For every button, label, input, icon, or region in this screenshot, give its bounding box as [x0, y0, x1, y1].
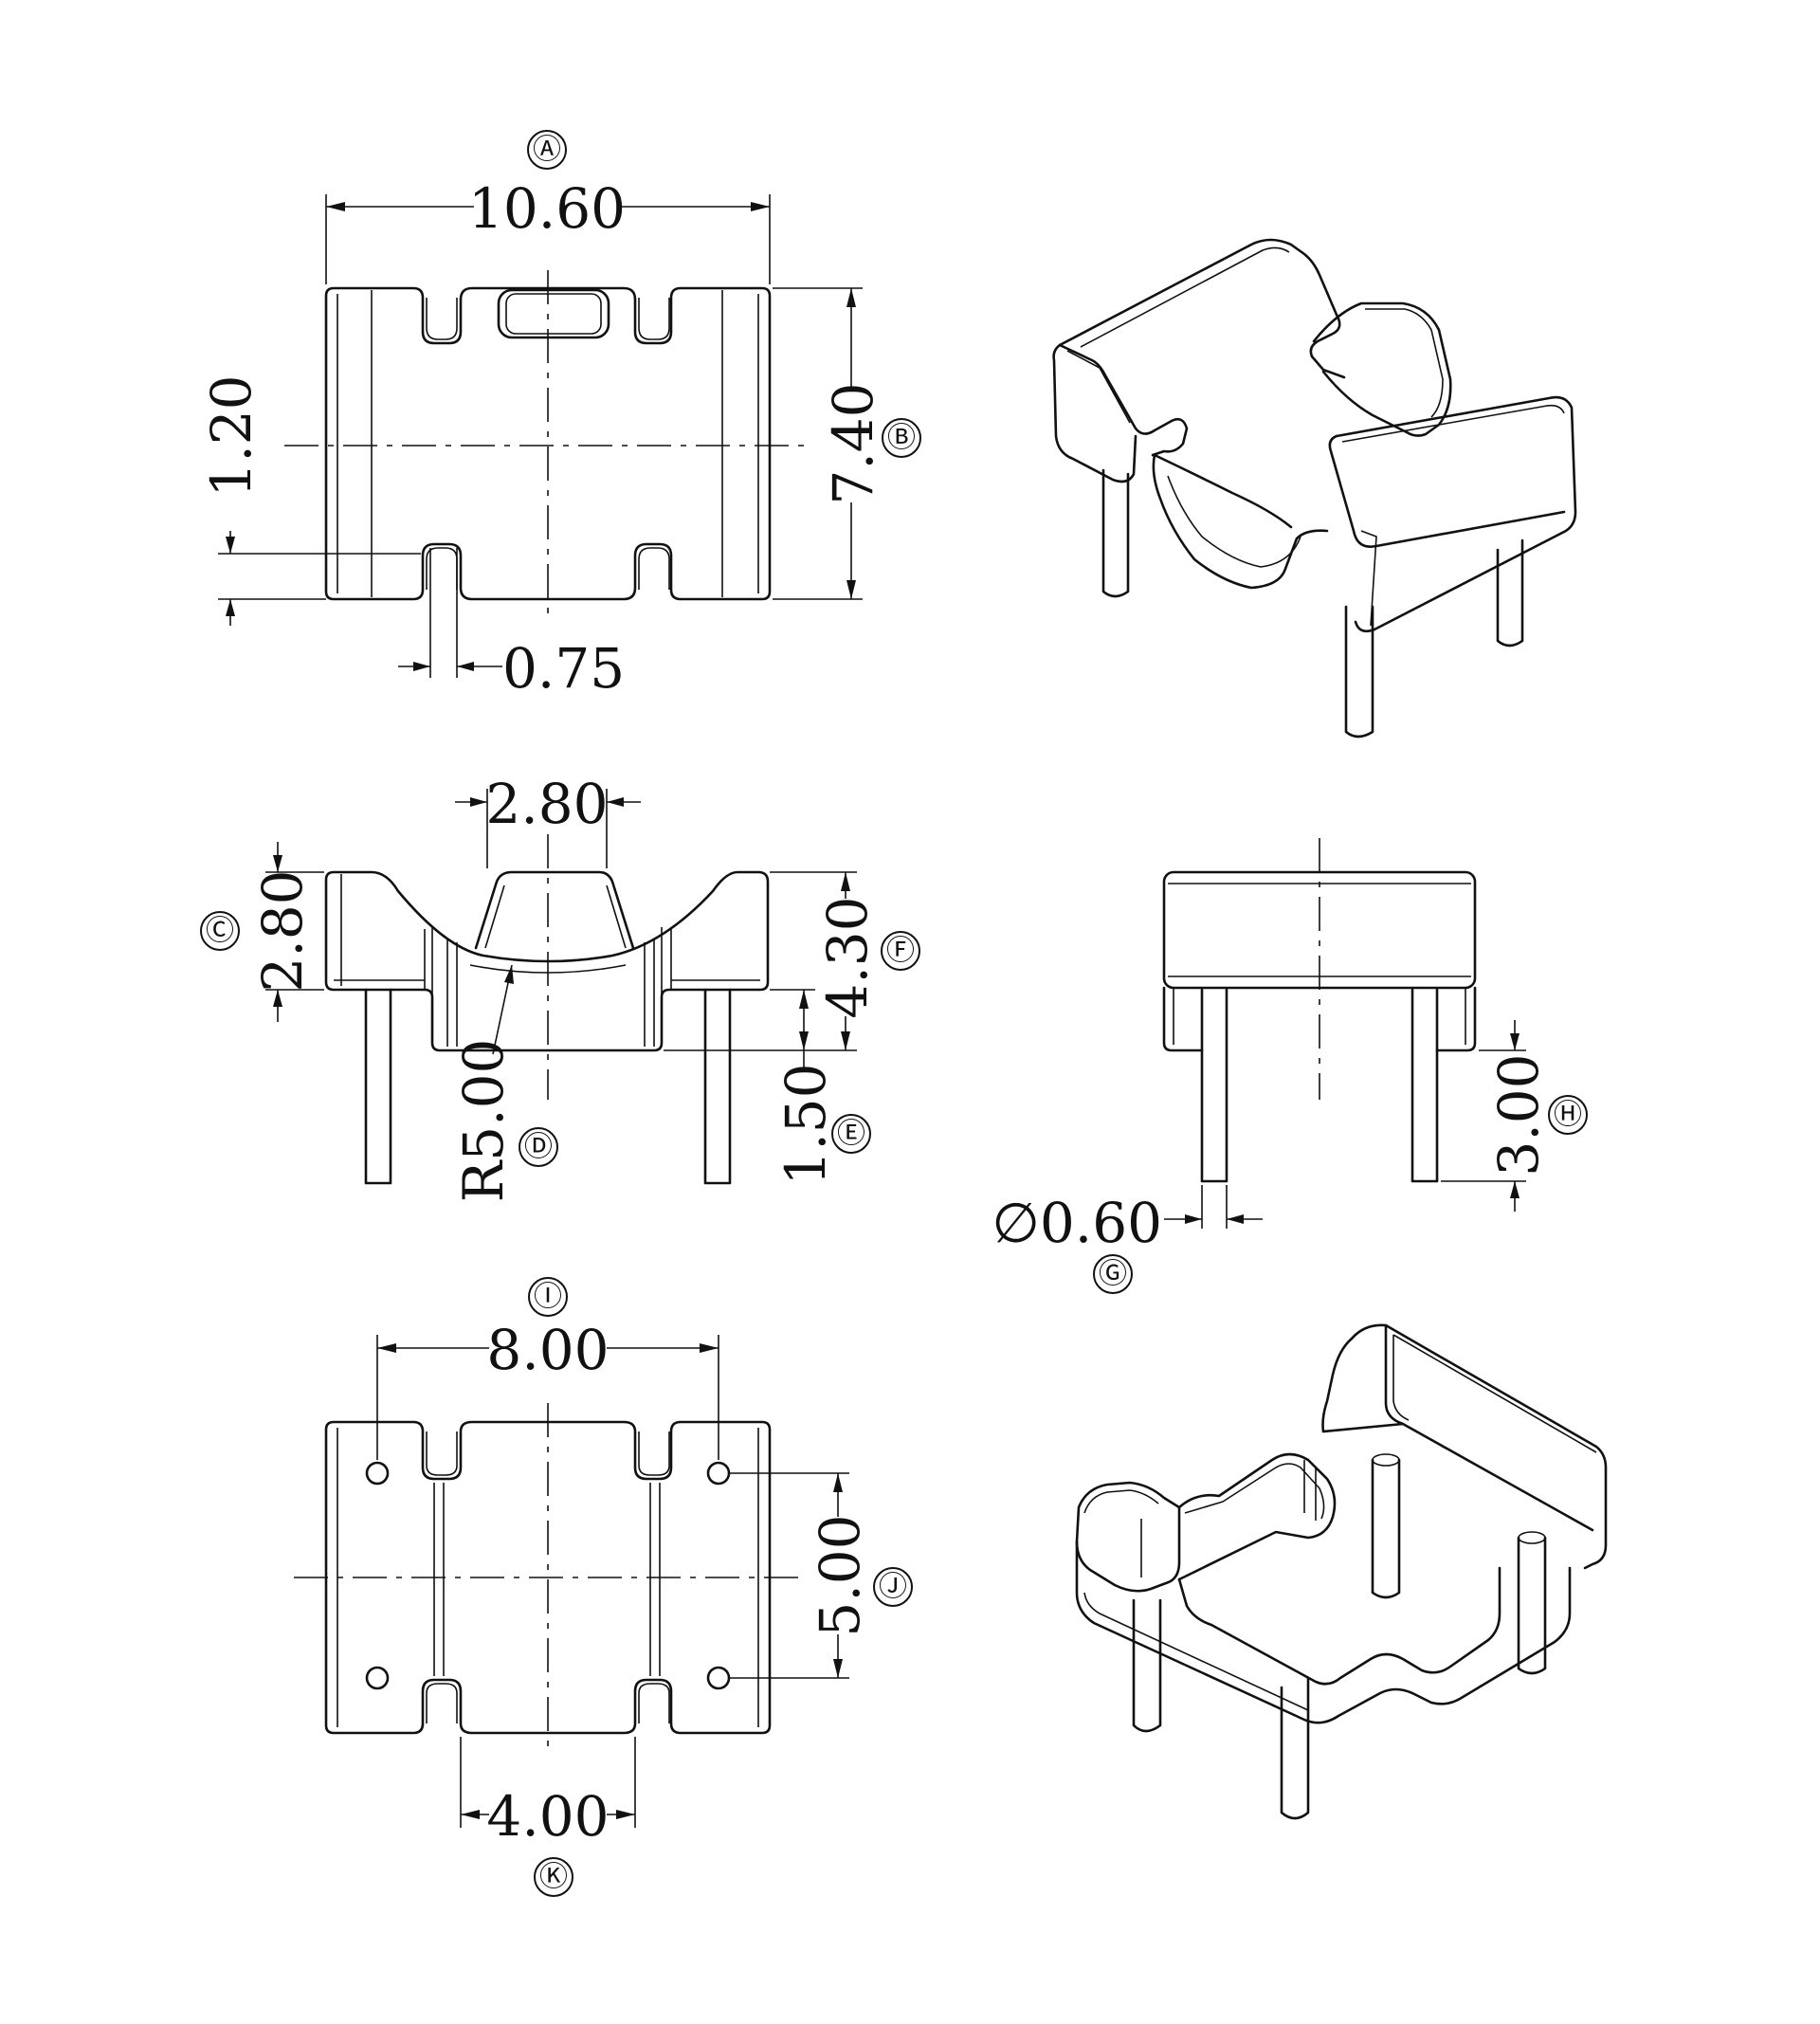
dim-d-value: R5.00	[451, 1039, 516, 1203]
dim-f-value: 4.30	[815, 896, 880, 1018]
dim-slot-value: 1.20	[199, 374, 264, 497]
label-b: Ⓑ	[887, 422, 916, 455]
bottom-view: 8.00 Ⓘ 5.00 Ⓙ 4.00 Ⓚ	[294, 1277, 913, 1897]
dim-k-value: 4.00	[486, 1784, 609, 1849]
label-e: Ⓔ	[837, 1118, 865, 1151]
dim-c-value: 2.80	[250, 869, 315, 992]
label-d: Ⓓ	[524, 1131, 553, 1164]
label-i: Ⓘ	[534, 1281, 562, 1314]
isometric-view-top	[1052, 238, 1577, 738]
label-c: Ⓒ	[206, 915, 234, 948]
dim-b-value: 7.40	[821, 382, 885, 504]
isometric-view-bottom	[1075, 1323, 1608, 1820]
label-k: Ⓚ	[539, 1861, 568, 1894]
top-view: 10.60 Ⓐ 7.40 Ⓑ 1.20 0.75	[199, 130, 921, 701]
label-g: Ⓖ	[1099, 1258, 1127, 1291]
front-view: 2.80 2.80 Ⓒ 4.30 Ⓕ 1.50 Ⓔ R5.00 Ⓓ	[200, 772, 920, 1203]
dim-g-value: ∅0.60	[992, 1191, 1162, 1255]
label-f: Ⓕ	[886, 935, 915, 968]
dim-i-value: 8.00	[486, 1318, 609, 1382]
label-a: Ⓐ	[533, 134, 561, 167]
dim-a-value: 10.60	[468, 176, 626, 241]
label-h: Ⓗ	[1554, 1099, 1582, 1132]
dim-e-value: 1.50	[774, 1063, 838, 1185]
side-view: 3.00 Ⓗ ∅0.60 Ⓖ	[992, 838, 1588, 1294]
dim-j-value: 5.00	[808, 1514, 872, 1636]
dim-h-value: 3.00	[1486, 1053, 1551, 1176]
dim-gap-value: 0.75	[502, 636, 625, 701]
label-j: Ⓙ	[879, 1571, 907, 1604]
dim-mid-width-value: 2.80	[485, 772, 608, 836]
